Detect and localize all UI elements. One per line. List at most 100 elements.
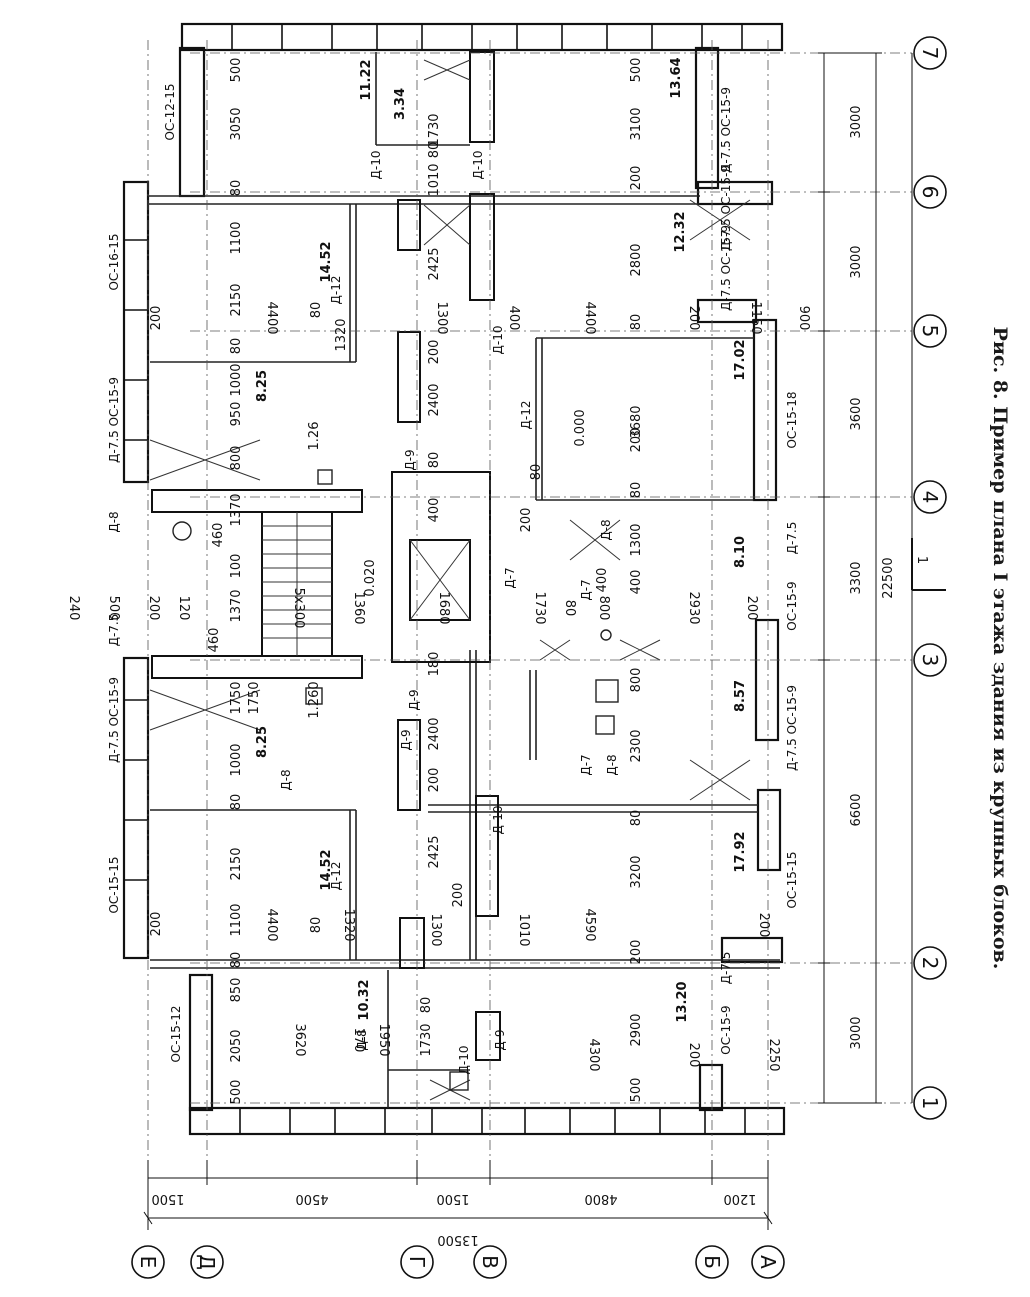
dim-b9: 200: [427, 340, 442, 365]
axis-label-3: 3: [918, 654, 942, 667]
axis-label-B: Б: [700, 1255, 724, 1269]
dim-c9: 80: [629, 482, 644, 499]
wall-mark-w15: ОС-15-18: [785, 391, 799, 448]
dim-b8: 1300: [434, 301, 449, 334]
door-mark-d19: Д-9: [399, 729, 413, 750]
area-r7: 17.02: [733, 339, 748, 380]
wall-axis-1: [188, 1106, 786, 1136]
dim-c3: 200: [629, 166, 644, 191]
dim-b28: 1730: [419, 1023, 434, 1056]
area-r1: 14.52: [319, 241, 334, 282]
dim-b2: 1010: [427, 163, 442, 196]
wall-mark-w18: Д-7.5 ОС-15-9: [719, 165, 733, 251]
dim-c16: 800: [596, 596, 611, 621]
dim-b11: 80: [427, 452, 442, 469]
block-right-2: [475, 795, 499, 917]
wall-a-corner-bottom: [698, 1063, 724, 1112]
wall-mark-w11: Д-7.5: [719, 952, 733, 985]
area-r4: 3.34: [393, 88, 408, 120]
dim-c6: 4400: [582, 301, 597, 334]
dim-a14: 1370: [229, 589, 244, 622]
dim-a5: 2150: [229, 283, 244, 316]
dim-a13: 100: [229, 554, 244, 579]
inner-dimension-text: 500 3050 80 1100 2150 200 80 1000 950 80…: [66, 58, 811, 1105]
door-mark-d3: Д-12: [329, 276, 343, 305]
dim-c29: 200: [686, 306, 701, 331]
dim-b22: 4400: [264, 908, 279, 941]
dim-b7: 4400: [264, 301, 279, 334]
room-areas: 14.52 14.52 11.22 3.34 13.64 12.32 17.02…: [255, 57, 748, 1022]
dim-c4: 2800: [629, 243, 644, 276]
elev-e4: 1.260: [307, 681, 322, 718]
wall-block-joints: [124, 24, 746, 1134]
door-swings: [149, 59, 751, 1101]
wall-mark-w2: ОС-16-15: [107, 233, 121, 290]
span-2-3: 6600: [849, 793, 864, 826]
door-mark-d18: Д-10: [457, 1046, 471, 1075]
dim-c11: 400: [629, 570, 644, 595]
axis-labels: 7 6 5 4 3 2 1 Е Д Г В Б А: [136, 47, 942, 1270]
elevator-car: [409, 539, 471, 621]
span-G-V: 1500: [436, 1191, 469, 1206]
wall-a-piece-6: [696, 180, 774, 206]
axis-bubbles-numeric: [913, 36, 947, 1120]
dim-b18: 2425: [427, 835, 442, 868]
block-stair-bottom: [399, 917, 425, 969]
dim-b14: 1680: [436, 591, 451, 624]
door-mark-d2: Д-10: [471, 151, 485, 180]
section-mark: [911, 538, 946, 591]
dim-a12: 460: [211, 523, 226, 548]
axis-bubble-B: [695, 1245, 729, 1279]
dim-c24: 2900: [629, 1013, 644, 1046]
dim-c33: 200: [519, 508, 534, 533]
wall-e-corner-top: [178, 46, 206, 198]
dim-c30: 900: [796, 306, 811, 331]
dim-b20: 1320: [341, 908, 356, 941]
wall-mark-w8: ОС-15-12: [169, 1005, 183, 1062]
door-mark-d6: Д-9: [403, 449, 417, 470]
dim-a20: 1100: [229, 903, 244, 936]
block-core-bottom: [475, 1011, 501, 1061]
axis-bubbles-letter: [131, 1245, 785, 1279]
dim-c19: 80: [629, 810, 644, 827]
dim-b19: 200: [451, 883, 466, 908]
dim-a8: 1000: [229, 363, 244, 396]
axis-bubble-1: [913, 1086, 947, 1120]
axis-label-E: Е: [136, 1256, 160, 1269]
span-1-2: 3000: [849, 1016, 864, 1049]
wall-mark-w9: ОС-15-15: [785, 851, 799, 908]
dim-a4: 1100: [229, 221, 244, 254]
dim-b21: 80: [309, 917, 324, 934]
door-mark-d13: Д-12: [329, 862, 343, 891]
wall-axis-A-lower: [756, 788, 782, 872]
wall-mark-w3: Д-7.5 ОС-15-9: [107, 377, 121, 463]
dim-a15: 460: [207, 628, 222, 653]
dim-b35: 1750: [247, 681, 262, 714]
stair-beam-lower: [151, 655, 363, 679]
span-D-G: 4500: [295, 1191, 328, 1206]
axis-bubble-6: [913, 175, 947, 209]
dim-c15: 80: [562, 600, 577, 617]
dim-a3: 80: [229, 180, 244, 197]
dim-a10: 800: [229, 446, 244, 471]
door-mark-d8: Д-7: [503, 567, 517, 588]
dim-b30: 120: [176, 596, 191, 621]
axis-bubble-7: [913, 36, 947, 70]
wall-mark-w14: Д-7.5: [785, 522, 799, 555]
wall-mark-w10: ОС-15-9: [719, 1005, 733, 1054]
wall-mark-w5: Д-7.5: [107, 614, 121, 647]
dim-a23: 850: [229, 978, 244, 1003]
dim-c32: 200: [629, 428, 644, 453]
block-core-top-2: [469, 51, 495, 143]
wall-axis-E-lower: [122, 656, 150, 960]
dim-a1: 500: [229, 58, 244, 83]
door-mark-d1: Д-10: [369, 151, 383, 180]
door-mark-d14: Д-10: [491, 806, 505, 835]
stair-treads: [262, 512, 471, 656]
dim-c5: 80: [629, 314, 644, 331]
grid-axes: [147, 40, 912, 1160]
wall-mark-w12: Д-7.5 ОС-15-9: [785, 685, 799, 771]
door-mark-d16: Д-8: [355, 1029, 369, 1050]
dim-b10: 2400: [427, 383, 442, 416]
